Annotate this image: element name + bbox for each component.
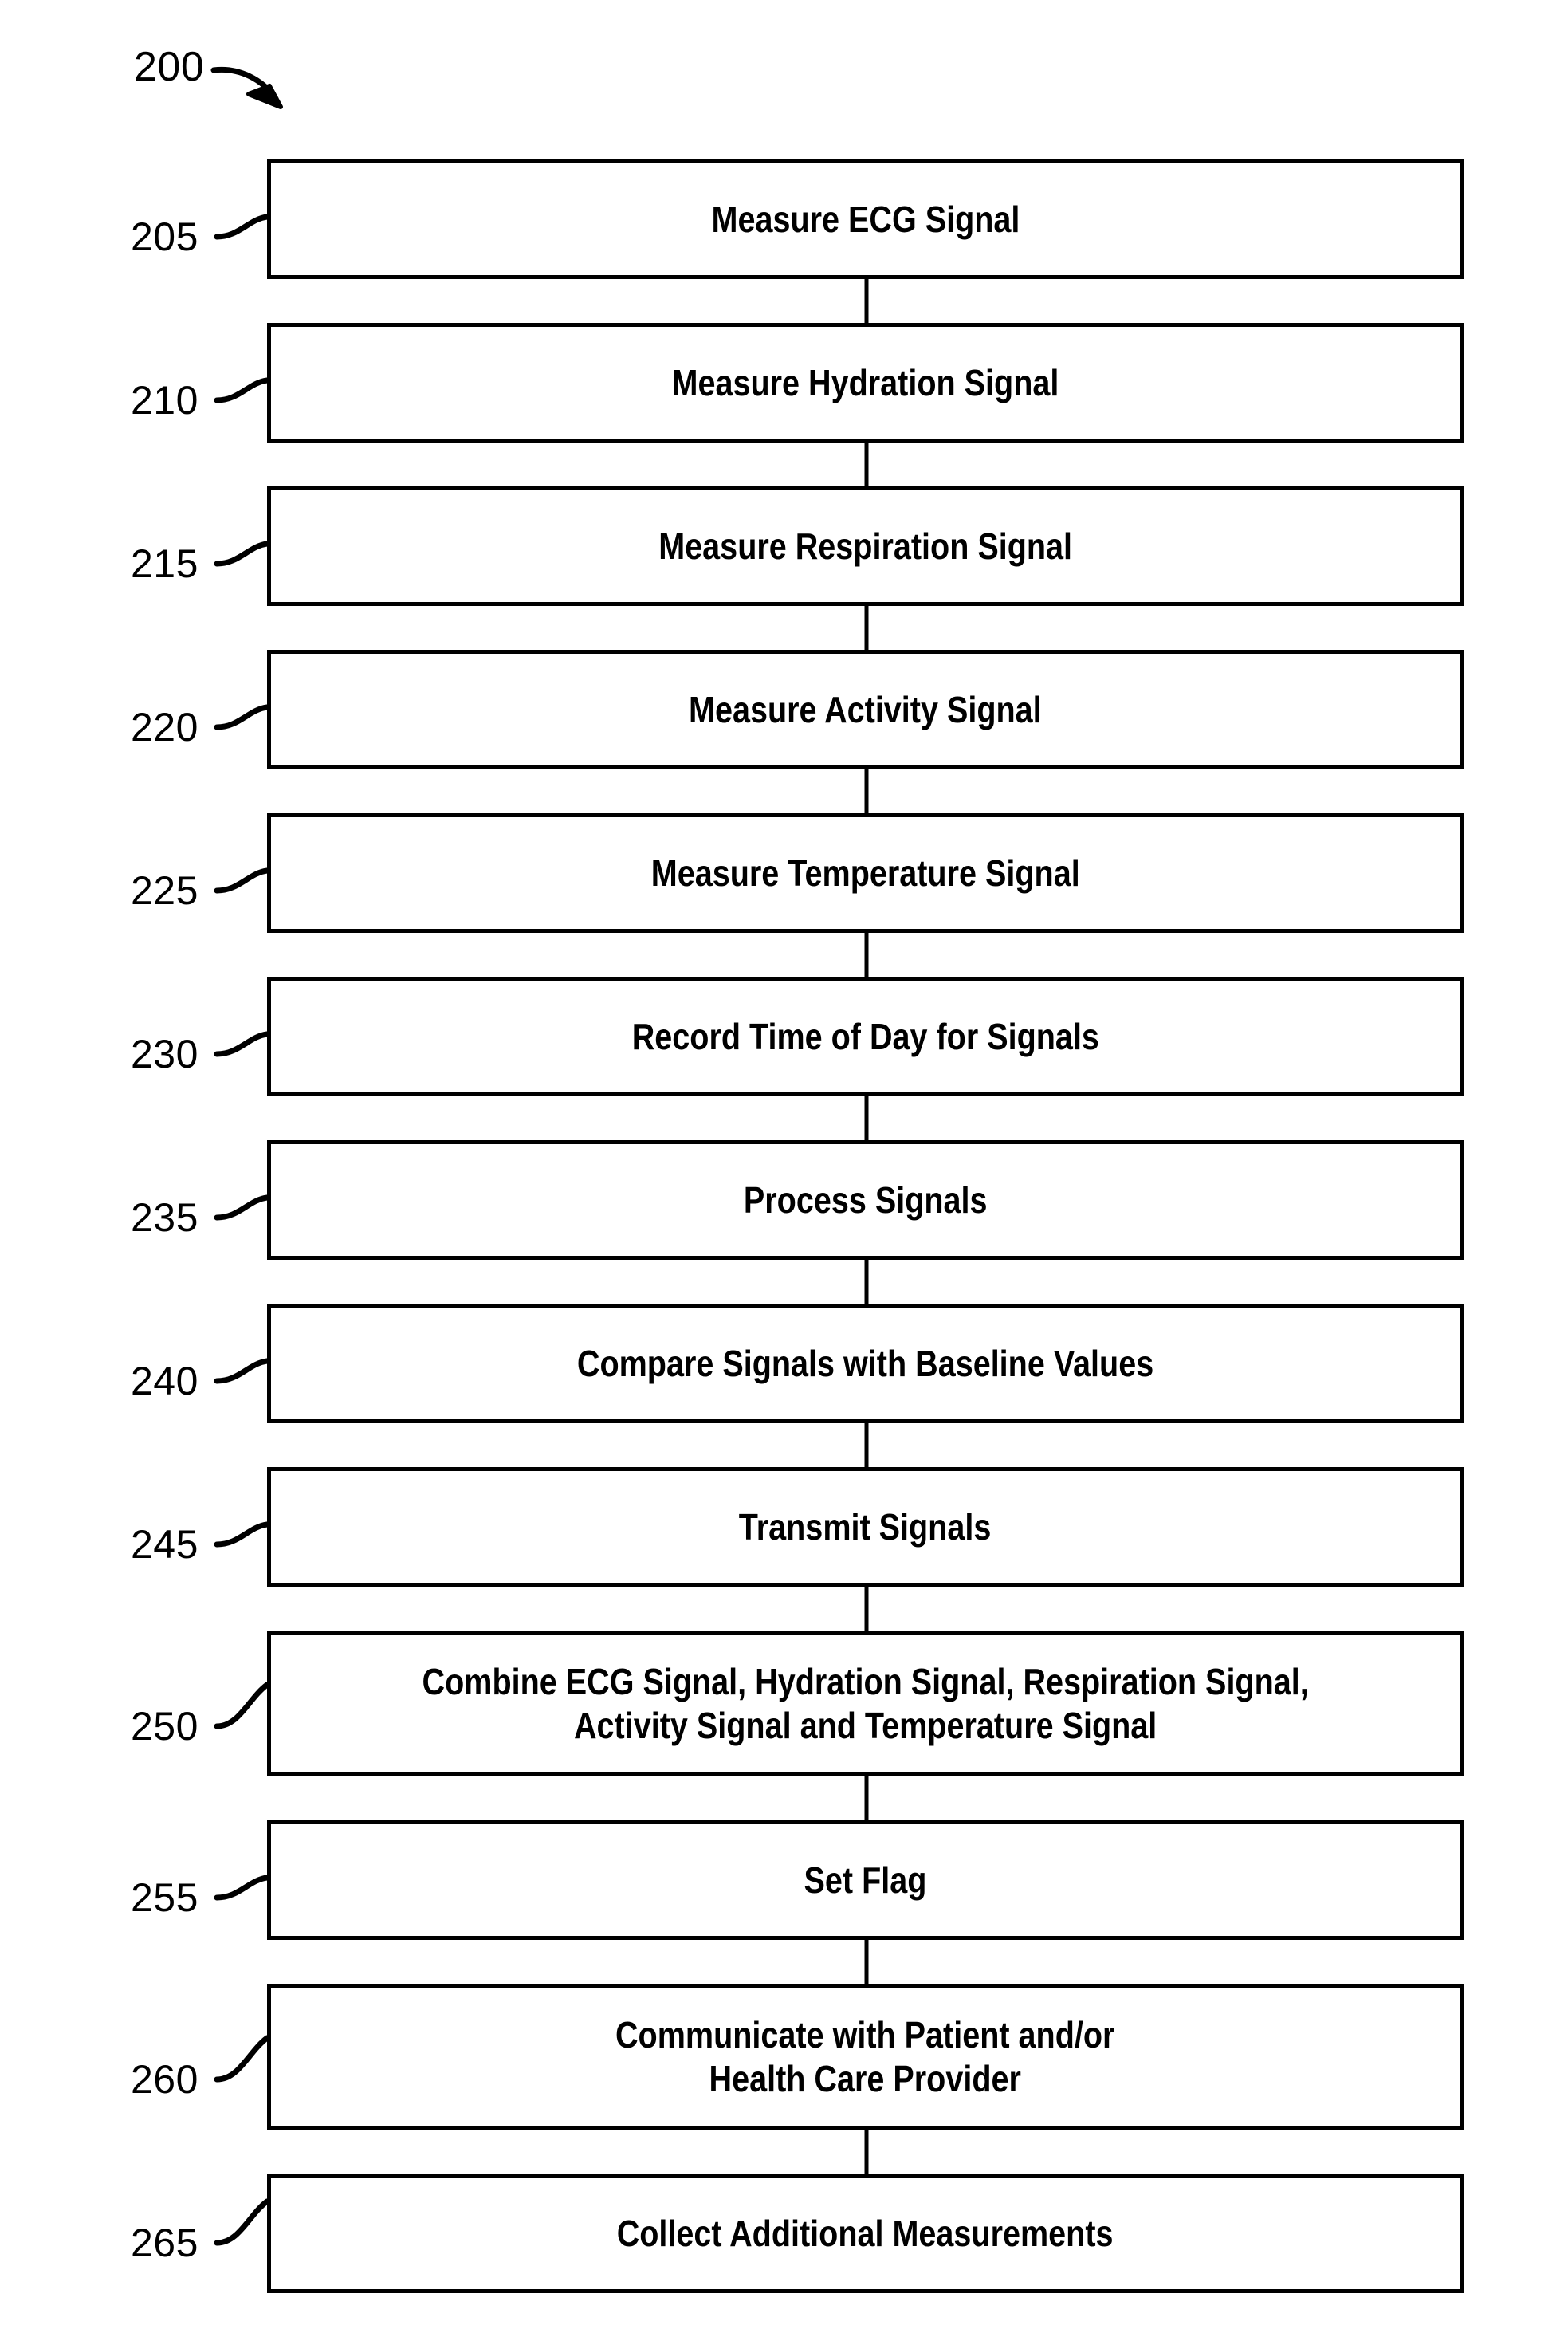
leader-225 [214, 867, 270, 894]
process-box-210[interactable]: Measure Hydration Signal [267, 323, 1464, 443]
process-box-label-240: Compare Signals with Baseline Values [576, 1342, 1154, 1384]
process-box-220[interactable]: Measure Activity Signal [267, 650, 1464, 769]
process-box-260[interactable]: Communicate with Patient and/or Health C… [267, 1984, 1464, 2130]
figure-callout-arrow [210, 66, 283, 109]
reference-number-230: 230 [131, 1032, 198, 1076]
process-box-label-265: Collect Additional Measurements [617, 2212, 1114, 2254]
leader-240 [214, 1358, 270, 1384]
process-box-label-230: Record Time of Day for Signals [631, 1015, 1099, 1057]
process-box-235[interactable]: Process Signals [267, 1140, 1464, 1260]
reference-number-225: 225 [131, 868, 198, 913]
process-box-label-210: Measure Hydration Signal [671, 361, 1059, 403]
leader-260 [214, 2035, 270, 2083]
reference-number-220: 220 [131, 705, 198, 749]
reference-number-235: 235 [131, 1195, 198, 1240]
reference-number-265: 265 [131, 2221, 198, 2265]
reference-number-210: 210 [131, 378, 198, 423]
process-box-265[interactable]: Collect Additional Measurements [267, 2174, 1464, 2293]
reference-number-215: 215 [131, 541, 198, 586]
leader-235 [214, 1194, 270, 1221]
process-box-225[interactable]: Measure Temperature Signal [267, 813, 1464, 933]
leader-220 [214, 704, 270, 730]
leader-250 [214, 1682, 270, 1729]
process-box-label-255: Set Flag [804, 1859, 927, 1901]
process-box-label-205: Measure ECG Signal [711, 198, 1020, 240]
leader-215 [214, 541, 270, 567]
process-box-230[interactable]: Record Time of Day for Signals [267, 977, 1464, 1096]
leader-255 [214, 1875, 270, 1901]
leader-265 [214, 2198, 270, 2246]
leader-230 [214, 1031, 270, 1057]
process-box-label-215: Measure Respiration Signal [658, 525, 1072, 567]
reference-number-250: 250 [131, 1704, 198, 1749]
reference-number-260: 260 [131, 2057, 198, 2102]
reference-number-245: 245 [131, 1522, 198, 1567]
process-box-label-220: Measure Activity Signal [689, 688, 1042, 730]
reference-number-255: 255 [131, 1875, 198, 1920]
reference-number-205: 205 [131, 214, 198, 259]
process-box-215[interactable]: Measure Respiration Signal [267, 486, 1464, 606]
process-box-label-260: Communicate with Patient and/or Health C… [615, 2014, 1115, 2099]
process-box-label-245: Transmit Signals [739, 1505, 992, 1548]
process-box-255[interactable]: Set Flag [267, 1820, 1464, 1940]
process-box-205[interactable]: Measure ECG Signal [267, 159, 1464, 279]
leader-205 [214, 214, 270, 240]
reference-number-240: 240 [131, 1359, 198, 1403]
process-box-label-235: Process Signals [743, 1178, 988, 1221]
process-box-250[interactable]: Combine ECG Signal, Hydration Signal, Re… [267, 1631, 1464, 1776]
reference-leader-lines [214, 214, 270, 2246]
process-box-240[interactable]: Compare Signals with Baseline Values [267, 1304, 1464, 1423]
process-box-label-225: Measure Temperature Signal [650, 852, 1080, 894]
leader-245 [214, 1521, 270, 1548]
figure-number-label: 200 [134, 44, 205, 90]
process-box-label-250: Combine ECG Signal, Hydration Signal, Re… [422, 1661, 1309, 1746]
process-box-245[interactable]: Transmit Signals [267, 1467, 1464, 1587]
leader-210 [214, 377, 270, 403]
